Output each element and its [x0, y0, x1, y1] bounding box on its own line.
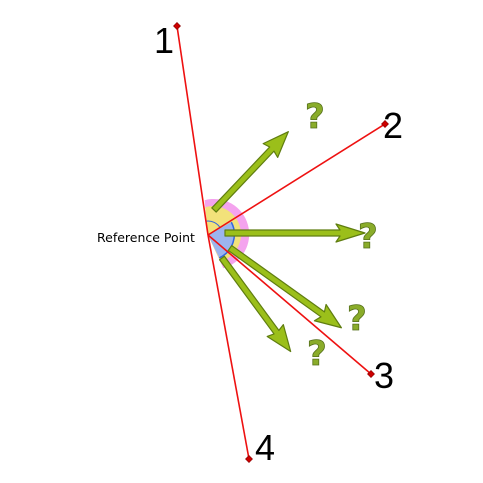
direction-arrows [211, 131, 366, 353]
endpoints [173, 22, 389, 463]
endpoint-3 [367, 370, 375, 378]
arrow-down-right [227, 244, 342, 329]
arrow-up-right [211, 131, 289, 213]
line-to-point-4 [207, 234, 250, 460]
point-label-2: 2 [383, 105, 403, 146]
reference-point-label: Reference Point [97, 230, 195, 245]
endpoint-4 [245, 455, 253, 463]
endpoint-1 [173, 22, 181, 30]
point-label-3: 3 [374, 355, 394, 396]
point-label-1: 1 [154, 20, 174, 61]
question-mark-3: ? [347, 299, 367, 339]
reference-lines [176, 25, 386, 460]
point-label-4: 4 [255, 427, 275, 468]
angle-arc [218, 221, 236, 259]
question-mark-4: ? [307, 334, 327, 374]
line-to-point-2 [207, 123, 386, 236]
line-to-point-3 [207, 234, 372, 375]
question-mark-1: ? [305, 97, 325, 137]
arrow-down [218, 255, 292, 353]
arrow-right [224, 223, 366, 243]
endpoint-2 [381, 120, 389, 128]
question-mark-2: ? [358, 217, 378, 257]
line-to-point-1 [176, 25, 209, 236]
